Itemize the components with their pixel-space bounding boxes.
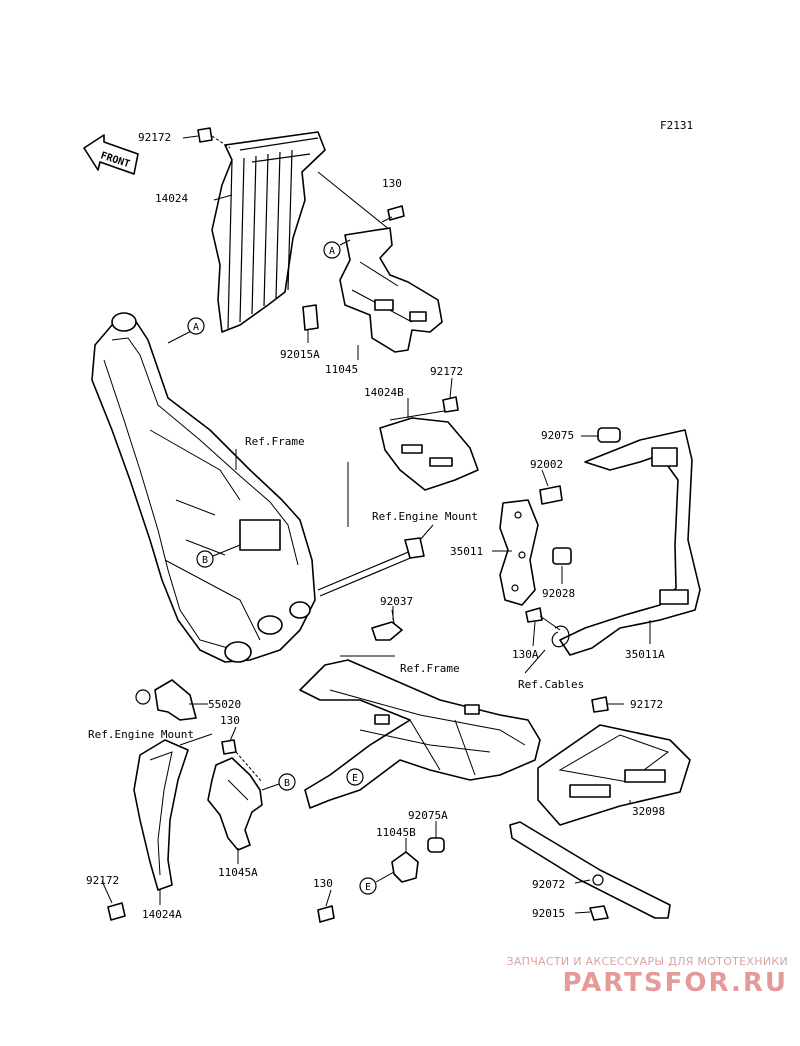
part-label: 130: [220, 714, 240, 727]
part-label: 92037: [380, 595, 413, 608]
ref-label: Ref.Frame: [245, 435, 305, 448]
strap-92072: [509, 821, 671, 919]
part-label: 92028: [542, 587, 575, 600]
part-label: 130A: [512, 648, 539, 661]
clamp-92037: [371, 609, 403, 641]
part-label: 35011: [450, 545, 483, 558]
part-label: 92072: [532, 878, 565, 891]
subframe: [299, 659, 541, 809]
callout-e-1: E: [346, 768, 364, 786]
part-label: 130: [382, 177, 402, 190]
part-label: 14024: [155, 192, 188, 205]
part-label: 11045A: [218, 866, 258, 879]
bracket-11045b: [391, 851, 419, 883]
svg-text:A: A: [193, 322, 199, 333]
ref-label: Ref.Engine Mount: [88, 728, 194, 741]
ref-label: Ref.Cables: [518, 678, 584, 691]
bolt-icon: [182, 127, 231, 149]
callout-a-1: A: [323, 241, 341, 259]
callout-e-2: E: [359, 871, 395, 895]
svg-text:B: B: [202, 555, 208, 566]
part-label: 92015A: [280, 348, 320, 361]
pad-92015a: [302, 304, 319, 331]
long-bolt: [317, 537, 425, 597]
battery-case-32098: [537, 724, 691, 826]
bolt-92002: [539, 485, 563, 505]
bolt-icon: [591, 696, 609, 713]
part-label: 92002: [530, 458, 563, 471]
svg-text:B: B: [284, 778, 290, 789]
frame: [91, 312, 316, 663]
callout-b-2: B: [261, 773, 296, 791]
part-label: 14024A: [142, 908, 182, 921]
part-label: 92172: [86, 874, 119, 887]
nut-92015: [589, 905, 609, 921]
callout-b-1: B: [196, 544, 241, 568]
part-label: 32098: [632, 805, 665, 818]
watermark-logo: PARTSFOR.RU: [562, 968, 788, 998]
bolt-icon: [381, 205, 405, 223]
svg-text:A: A: [329, 246, 335, 257]
callout-a-2: A: [187, 317, 205, 335]
part-label: 92172: [138, 131, 171, 144]
bolt-icon: [221, 739, 237, 755]
svg-text:E: E: [365, 882, 371, 893]
bracket-11045: [339, 227, 443, 353]
bolt-icon: [107, 902, 126, 921]
svg-text:E: E: [352, 773, 358, 784]
bracket-35011: [499, 499, 539, 606]
mount-plate-55020: [135, 679, 197, 721]
front-arrow-icon: FRONT: [83, 134, 139, 175]
cable-clip: [551, 625, 570, 648]
figure-id: F2131: [660, 119, 693, 132]
shroud-14024a: [133, 739, 189, 891]
part-label: 130: [313, 877, 333, 890]
part-label: 14024B: [364, 386, 404, 399]
bracket-11045a: [207, 757, 263, 851]
bolt-icon: [317, 905, 335, 923]
ref-label: Ref.Frame: [400, 662, 460, 675]
leader-lines: [101, 194, 651, 914]
part-label: 11045B: [376, 826, 416, 839]
bracket-35011a: [559, 429, 701, 656]
collar-92028: [552, 547, 572, 565]
radiator-shroud-14024: [211, 131, 326, 333]
part-label: 11045: [325, 363, 358, 376]
watermark: ЗАПЧАСТИ И АКСЕССУАРЫ ДЛЯ МОТОТЕХНИКИ PA…: [488, 955, 788, 998]
bolt-icon: [525, 607, 561, 631]
part-label: 92075: [541, 429, 574, 442]
part-label: 92075A: [408, 809, 448, 822]
guard-14024b: [379, 409, 479, 491]
part-label: 92172: [630, 698, 663, 711]
part-label: 35011A: [625, 648, 665, 661]
ref-label: Ref.Engine Mount: [372, 510, 478, 523]
watermark-tagline: ЗАПЧАСТИ И АКСЕССУАРЫ ДЛЯ МОТОТЕХНИКИ: [506, 955, 788, 968]
part-label: 92172: [430, 365, 463, 378]
bolt-icon: [442, 396, 459, 413]
collar-92075: [597, 427, 621, 443]
part-label: 55020: [208, 698, 241, 711]
part-label: 92015: [532, 907, 565, 920]
collar-92075a: [427, 837, 445, 853]
